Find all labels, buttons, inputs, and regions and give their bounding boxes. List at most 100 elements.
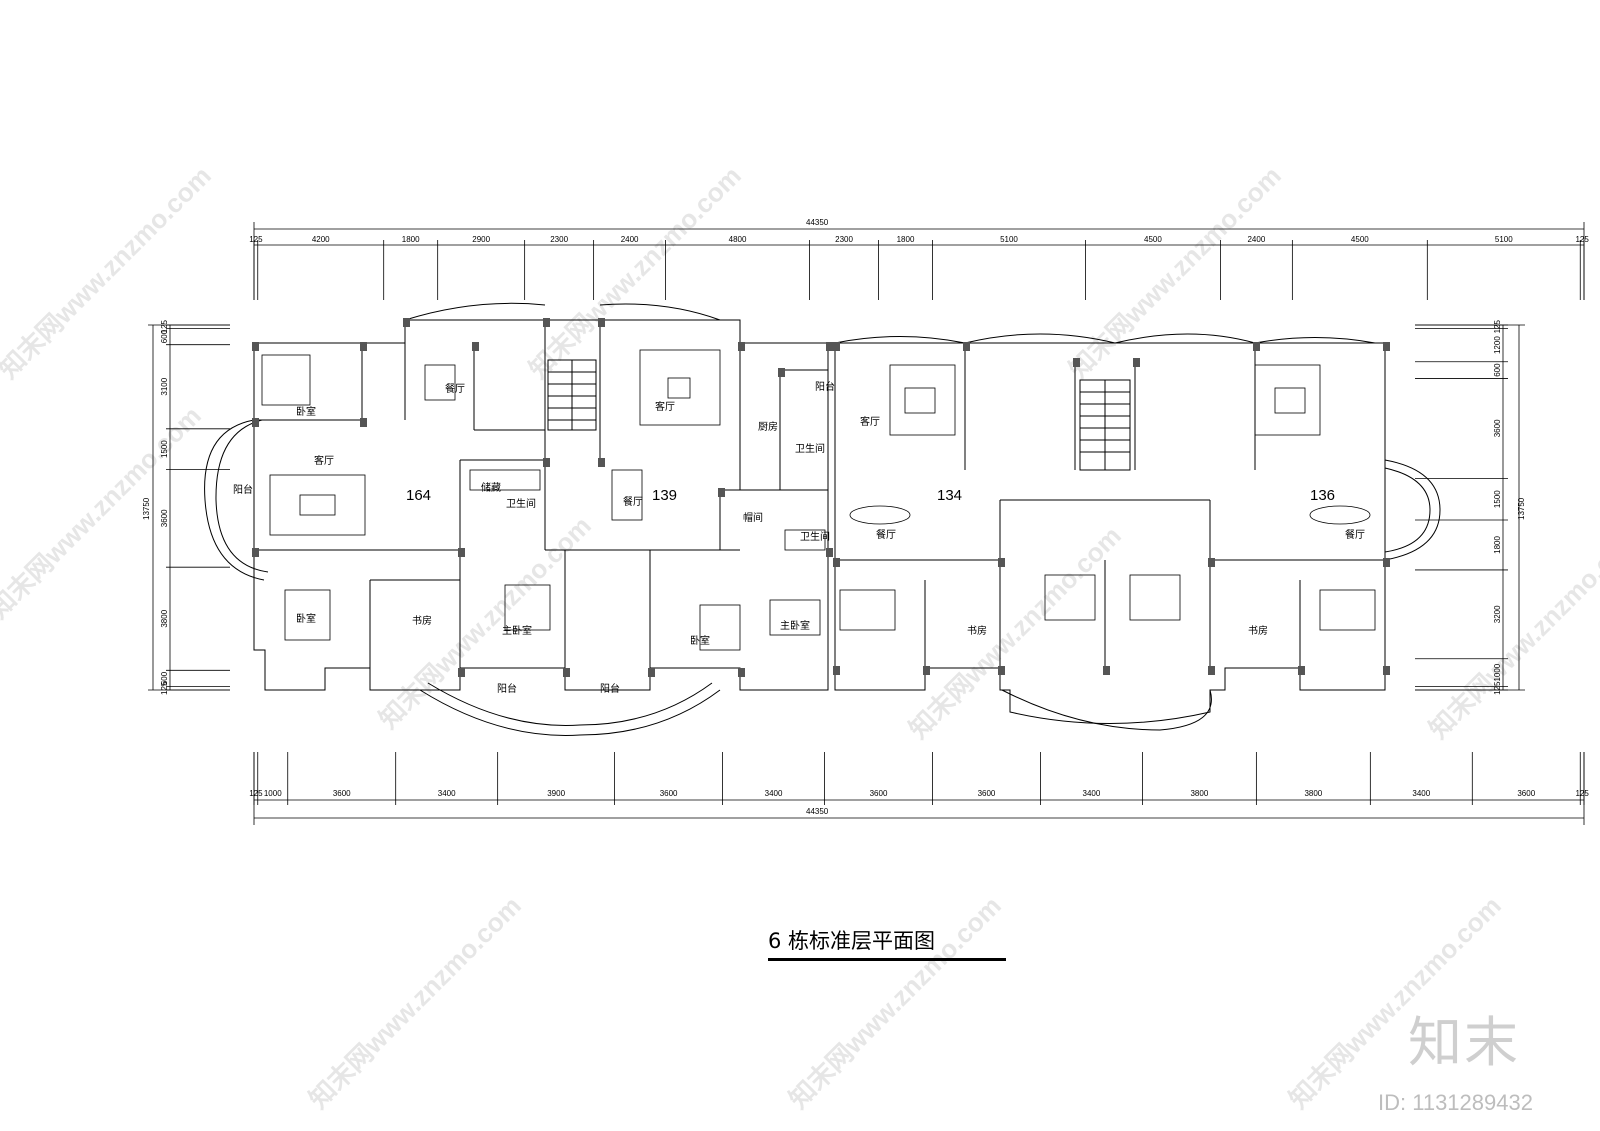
top-dimension-label: 4500 [1351,235,1369,244]
column [833,666,840,675]
structural-columns [252,318,1390,677]
right-dimension-label: 1500 [1493,490,1502,508]
top-dimension-label: 2300 [835,235,853,244]
sofa-set-139 [639,349,721,426]
bed-164-top [261,354,311,406]
label-cloakroom-139: 帽间 [743,511,763,524]
column [1253,342,1260,351]
bed-master-139 [769,599,821,636]
label-balcony-164-bottom: 阳台 [497,682,517,695]
label-bathroom-164: 卫生间 [506,497,536,510]
left-dimension-label: 600 [160,671,169,685]
bed-center-a [1044,574,1096,621]
column [1208,558,1215,567]
left-dimension-label: 1500 [160,440,169,458]
label-dining-139: 餐厅 [623,495,643,508]
left-dimension-label: 3100 [160,377,169,395]
bottom-total-dimension: 44350 [806,807,829,816]
column [598,318,605,327]
column [543,318,550,327]
bottom-dimension-label: 3400 [438,789,456,798]
label-study-134: 书房 [967,624,987,637]
bottom-dimension-label: 125 [1575,789,1589,798]
dining-table-164 [424,364,456,401]
label-bedroom-139: 卧室 [690,634,710,647]
right-dimension-label: 125 [1493,320,1502,334]
column [472,342,479,351]
column [718,488,725,497]
top-dimension-label: 125 [249,235,263,244]
label-dining-136: 餐厅 [1345,528,1365,541]
drawing-title: 6 栋标准层平面图 [768,929,936,953]
bathtub-139 [784,529,826,551]
bottom-dimension-label: 3800 [1190,789,1208,798]
column [1103,666,1110,675]
column [252,548,259,557]
top-dimension-label: 2300 [550,235,568,244]
top-dimension-label: 4200 [312,235,330,244]
bed-center-b [1129,574,1181,621]
label-kitchen-139: 厨房 [758,420,778,433]
bottom-dimension-label: 3900 [547,789,565,798]
top-dimension-label: 1800 [402,235,420,244]
column [598,458,605,467]
label-balcony-139-top: 阳台 [815,380,835,393]
label-living-139: 客厅 [655,400,675,413]
column [833,342,840,351]
watermark-6: 知末网www.znzmo.com [1423,520,1600,744]
label-bathroom-139-bottom: 卫生间 [800,530,830,543]
label-living-164: 客厅 [314,454,334,467]
bed-136 [1319,589,1376,631]
top-dimension-label: 5100 [1000,235,1018,244]
bottom-dimension-label: 3600 [333,789,351,798]
column [826,342,833,351]
watermark-1: 知末网www.znzmo.com [0,160,217,384]
furniture [261,349,1376,651]
left-dimension-label: 3800 [160,609,169,627]
right-dimension-label: 3600 [1493,419,1502,437]
building-walls [204,302,1441,736]
column [778,368,785,377]
column [1073,358,1080,367]
label-study-164: 书房 [412,614,432,627]
label-study-136: 书房 [1248,624,1268,637]
watermark-8: 知末网www.znzmo.com [303,890,527,1114]
bottom-dimension-label: 3400 [1083,789,1101,798]
image-id: ID: 1131289432 [1378,1090,1533,1115]
left-dimension-label: 600 [160,329,169,343]
right-dimension-chain [1415,324,1525,691]
bottom-dimension-label: 3400 [1412,789,1430,798]
column [648,668,655,677]
unit-areas: 164 139 134 136 [406,487,1335,504]
brand-logo: 知末 [1408,1011,1520,1074]
right-dimension-label: 125 [1493,681,1502,695]
watermark-4: 知末网www.znzmo.com [903,520,1127,744]
top-total-dimension: 44350 [806,218,829,227]
top-dimension-label: 2400 [621,235,639,244]
unit-area-164: 164 [406,487,431,504]
column [360,418,367,427]
column [1133,358,1140,367]
bottom-dimension-label: 3400 [765,789,783,798]
unit-area-134: 134 [937,487,962,504]
bottom-dimension-ticks [253,752,1585,805]
column [998,666,1005,675]
column [403,318,410,327]
sofa-set-134 [889,364,956,436]
top-dimension-label: 2400 [1247,235,1265,244]
label-dining-164: 餐厅 [445,382,465,395]
bottom-dimension-label: 3800 [1304,789,1322,798]
drawing-title-underline [768,958,1006,961]
unit-area-136: 136 [1310,487,1335,504]
column [1208,666,1215,675]
top-dimension-label: 5100 [1495,235,1513,244]
column [543,458,550,467]
top-dimension-label: 4800 [729,235,747,244]
column [998,558,1005,567]
dining-table-136 [1309,505,1371,525]
dining-table-134 [849,505,911,525]
top-dimension-ticks [253,240,1585,300]
